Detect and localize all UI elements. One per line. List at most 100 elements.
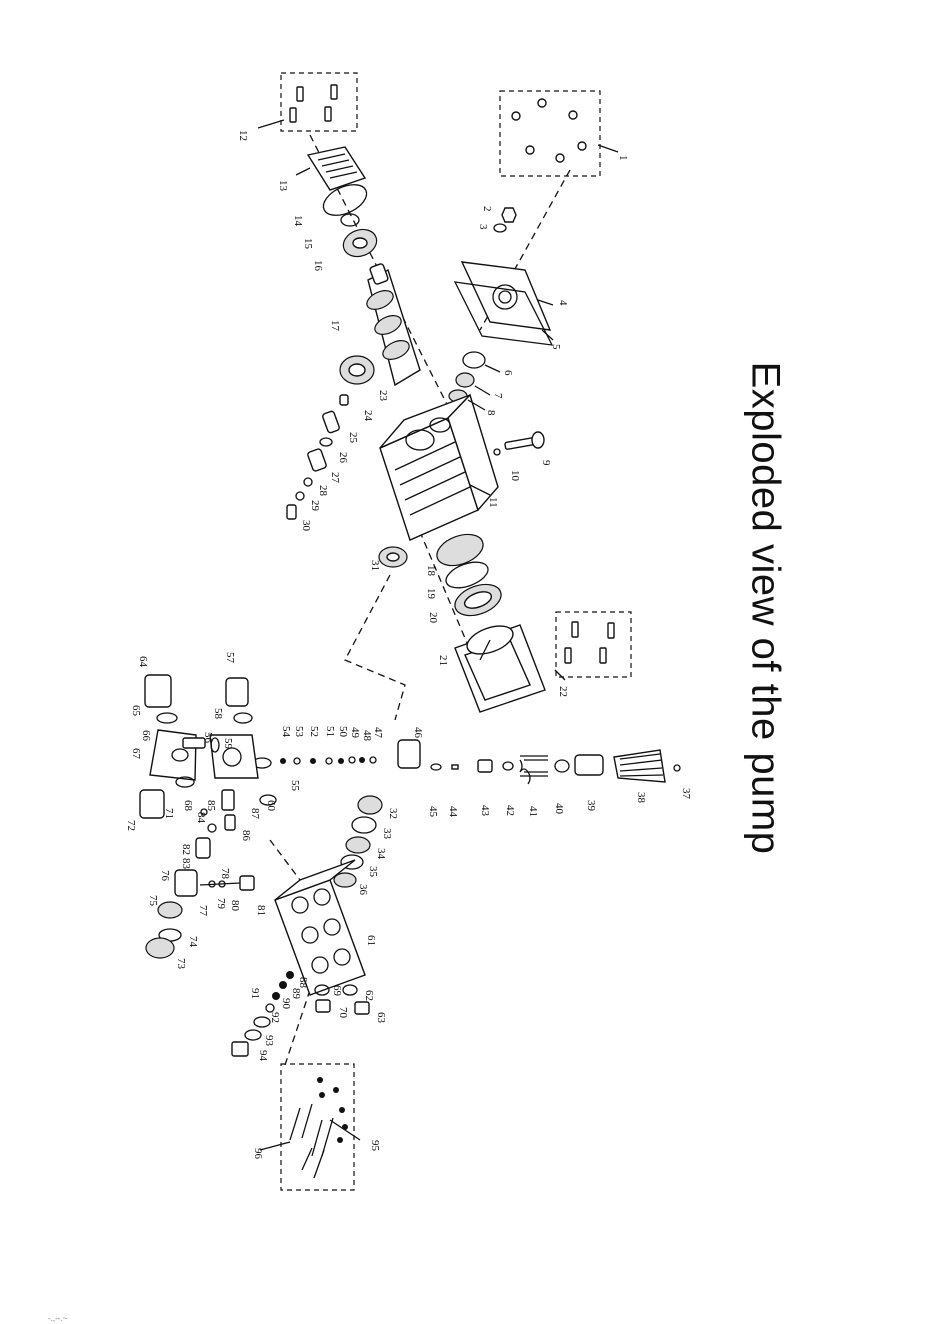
- label-58: 58: [212, 708, 224, 720]
- ring-28: [303, 477, 313, 487]
- bearing-cover-13: [306, 146, 367, 191]
- label-7: 7: [492, 393, 504, 399]
- seal-stack-47-54: [280, 756, 377, 765]
- bolt-10: [504, 431, 545, 450]
- label-1: 1: [617, 155, 629, 161]
- label-32: 32: [387, 808, 399, 819]
- label-65: 65: [130, 705, 142, 717]
- label-77: 77: [197, 905, 209, 917]
- label-50: 50: [337, 726, 349, 738]
- label-41: 41: [527, 806, 539, 817]
- label-21: 21: [437, 655, 449, 666]
- adjuster-76-81: [174, 869, 255, 897]
- label-95: 95: [369, 1140, 381, 1152]
- label-96: 96: [252, 1148, 264, 1160]
- pin-24: [339, 394, 349, 406]
- ring-9: [493, 448, 501, 456]
- part-labels: 1 2 3 4 5 6 7 8 9 10 11 12 13 14 15 16 1…: [125, 130, 692, 1160]
- label-79: 79: [215, 898, 227, 910]
- gasket-5: [453, 281, 554, 346]
- leader-lines: [257, 119, 619, 1151]
- label-4: 4: [557, 300, 569, 306]
- label-9: 9: [540, 460, 552, 466]
- label-36: 36: [357, 884, 369, 896]
- label-30: 30: [300, 520, 312, 532]
- label-38: 38: [635, 792, 647, 804]
- label-28: 28: [317, 485, 329, 497]
- seal-20: [454, 583, 502, 617]
- bolts-96: [289, 1077, 348, 1179]
- tee-fitting-lower: [139, 674, 206, 819]
- label-5: 5: [550, 344, 562, 350]
- sleeve-27: [307, 448, 327, 472]
- label-44: 44: [447, 806, 459, 818]
- label-80: 80: [229, 900, 241, 912]
- washer-3: [493, 223, 507, 233]
- label-70: 70: [337, 1007, 349, 1019]
- label-18: 18: [425, 565, 437, 577]
- label-13: 13: [277, 180, 289, 192]
- label-27: 27: [329, 472, 341, 484]
- label-52: 52: [308, 726, 320, 737]
- label-53: 53: [293, 726, 305, 738]
- label-42: 42: [504, 805, 516, 816]
- label-73: 73: [175, 958, 187, 970]
- label-46: 46: [412, 727, 424, 739]
- label-76: 76: [159, 870, 171, 882]
- label-47: 47: [372, 727, 384, 739]
- label-43: 43: [479, 805, 491, 817]
- label-15: 15: [302, 238, 314, 250]
- label-86: 86: [240, 830, 252, 842]
- manifold-head-61: [274, 859, 366, 996]
- label-93: 93: [263, 1035, 275, 1047]
- bolt-group-box-95-96: [280, 1063, 355, 1191]
- washer-26: [319, 437, 333, 447]
- label-23: 23: [377, 390, 389, 402]
- label-66: 66: [140, 730, 152, 742]
- bolt-group-box-22: [555, 611, 632, 678]
- label-12: 12: [237, 130, 249, 141]
- label-34: 34: [375, 848, 387, 860]
- label-8: 8: [485, 410, 497, 416]
- bolts-22: [564, 621, 615, 664]
- label-2: 2: [481, 206, 493, 212]
- label-10: 10: [509, 470, 521, 482]
- label-64: 64: [137, 656, 149, 668]
- label-57: 57: [224, 652, 236, 664]
- label-67: 67: [130, 748, 142, 760]
- label-88: 88: [297, 977, 309, 989]
- bearing-16: [342, 228, 378, 258]
- assembly-axis-head: [344, 574, 406, 721]
- label-68: 68: [182, 800, 194, 812]
- label-81: 81: [255, 905, 267, 916]
- seal-6: [462, 351, 486, 369]
- label-39: 39: [585, 800, 597, 812]
- crankshaft-17: [366, 263, 421, 387]
- valve-stack-88-94: [231, 971, 294, 1057]
- label-33: 33: [381, 828, 393, 840]
- label-90: 90: [280, 998, 292, 1010]
- label-45: 45: [427, 806, 439, 818]
- label-20: 20: [427, 612, 439, 624]
- label-75: 75: [147, 895, 159, 907]
- label-6: 6: [502, 370, 514, 376]
- label-85: 85: [205, 800, 217, 812]
- label-25: 25: [347, 432, 359, 444]
- bearing-18: [436, 533, 484, 567]
- label-63: 63: [375, 1012, 387, 1024]
- label-40: 40: [553, 803, 565, 815]
- label-89: 89: [290, 988, 302, 1000]
- label-94: 94: [257, 1050, 269, 1062]
- footer-mark: -.,--.~: [48, 1314, 68, 1323]
- label-72: 72: [125, 820, 137, 831]
- label-61: 61: [365, 935, 377, 946]
- label-78: 78: [219, 868, 231, 880]
- label-54: 54: [280, 726, 292, 738]
- label-60: 60: [265, 800, 277, 812]
- label-62: 62: [363, 990, 375, 1001]
- bolts-1: [511, 98, 587, 163]
- ring-7: [455, 372, 475, 388]
- label-55: 55: [289, 780, 301, 792]
- plunger-25: [322, 410, 340, 434]
